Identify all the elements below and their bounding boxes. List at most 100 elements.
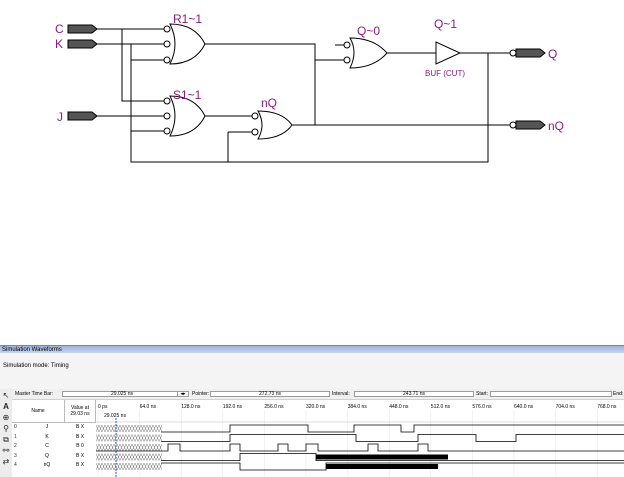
start-field[interactable]: [490, 391, 612, 397]
gate-s1[interactable]: S1~1: [163, 88, 206, 137]
unknown-hatch: [149, 443, 154, 452]
insert-tool-icon[interactable]: ⊕: [2, 413, 10, 422]
signal-name: nQ: [43, 462, 51, 468]
svg-text:J: J: [57, 110, 63, 124]
pointer-tool-icon[interactable]: ↖: [2, 391, 10, 400]
unknown-hatch: [101, 424, 106, 433]
unknown-hatch: [96, 453, 100, 461]
unknown-hatch: [110, 443, 115, 452]
unknown-hatch: [158, 453, 163, 461]
unknown-hatch: [125, 434, 130, 442]
window-title: Simulation Waveforms: [0, 345, 624, 353]
unknown-hatch: [134, 434, 139, 442]
text-tool-icon[interactable]: A: [3, 402, 9, 411]
unknown-hatch: [125, 462, 130, 471]
unknown-hatch: [134, 462, 139, 471]
gate-r1[interactable]: R1~1: [163, 12, 206, 65]
time-tick-label: 768.0 ns: [597, 404, 617, 410]
unknown-hatch: [158, 434, 163, 442]
replace-icon[interactable]: ⇄: [2, 457, 10, 466]
gate-q0[interactable]: Q~0: [343, 24, 388, 69]
unknown-hatch: [143, 453, 148, 461]
unknown-hatch: [128, 462, 133, 471]
unknown-hatch: [119, 424, 124, 433]
unknown-hatch: [113, 443, 118, 452]
output-pin-nq[interactable]: nQ: [509, 119, 564, 133]
unknown-hatch: [155, 434, 160, 442]
input-pin-k[interactable]: K: [55, 37, 98, 51]
unknown-hatch: [113, 462, 118, 471]
unknown-hatch: [131, 424, 136, 433]
time-tick-label: 192.0 ns: [223, 404, 243, 410]
unknown-hatch: [96, 443, 100, 452]
signal-index: 4: [14, 462, 17, 468]
unknown-hatch: [110, 453, 115, 461]
gate-nq[interactable]: nQ: [251, 96, 293, 140]
svg-text:nQ: nQ: [548, 119, 564, 133]
master-time-bar-label: Master Time Bar:: [15, 391, 54, 397]
unknown-hatch: [128, 443, 133, 452]
unknown-hatch: [146, 462, 151, 471]
signal-name: C: [45, 443, 49, 449]
unknown-hatch: [104, 443, 109, 452]
unknown-hatch: [116, 462, 121, 471]
pointer-label: Pointer:: [192, 391, 210, 397]
signal-dense-region: [326, 464, 438, 469]
buffer-q1[interactable]: Q~1 BUF (CUT): [425, 17, 465, 78]
unknown-hatch: [149, 462, 154, 471]
unknown-hatch: [107, 462, 112, 471]
simulation-waveforms-window: Simulation Waveforms Simulation mode: Ti…: [0, 345, 624, 477]
time-tick-label: 576.0 ns: [472, 404, 492, 410]
signal-index: 3: [14, 452, 17, 459]
unknown-hatch: [101, 443, 106, 452]
input-pin-c[interactable]: C: [55, 22, 98, 36]
unknown-hatch: [113, 453, 118, 461]
copy-icon[interactable]: ⧉: [3, 435, 9, 444]
unknown-hatch: [119, 453, 124, 461]
signal-row[interactable]: 4 nQ B X: [12, 461, 96, 471]
signal-index: 1: [14, 433, 17, 440]
unknown-hatch: [152, 443, 157, 452]
signal-value: B X: [75, 462, 85, 468]
svg-text:C: C: [55, 22, 64, 36]
unknown-hatch: [122, 453, 127, 461]
unknown-hatch: [104, 453, 109, 461]
unknown-hatch: [98, 434, 103, 442]
time-tick-label: 512.0 ns: [431, 404, 451, 410]
signal-value: B X: [75, 452, 85, 459]
master-time-bar-field[interactable]: 29.025 ns: [62, 391, 182, 397]
unknown-hatch: [116, 424, 121, 433]
unknown-hatch: [96, 434, 100, 442]
signal-dense-region: [316, 454, 448, 460]
unknown-hatch: [158, 424, 163, 433]
time-tick-label: 320.0 ns: [306, 404, 326, 410]
start-label: Start:: [476, 391, 488, 397]
unknown-hatch: [107, 434, 112, 442]
unknown-hatch: [119, 443, 124, 452]
unknown-hatch: [158, 462, 163, 471]
signal-value: B X: [75, 424, 85, 430]
unknown-hatch: [101, 462, 106, 471]
unknown-hatch: [137, 462, 142, 471]
unknown-hatch: [104, 424, 109, 433]
time-bar-stepper[interactable]: ◂▸: [177, 391, 189, 397]
unknown-hatch: [146, 434, 151, 442]
time-tick-label: 0 ps: [98, 404, 108, 410]
time-tick-label: 448.0 ns: [389, 404, 409, 410]
unknown-hatch: [140, 434, 145, 442]
signal-value: B X: [75, 433, 85, 440]
unknown-hatch: [122, 443, 127, 452]
zoom-icon[interactable]: ⚲: [3, 424, 9, 433]
unknown-hatch: [134, 424, 139, 433]
interval-label: Interval:: [332, 391, 350, 397]
find-icon[interactable]: ⚯: [2, 446, 10, 455]
output-pin-q[interactable]: Q: [509, 47, 557, 61]
input-pin-j[interactable]: J: [57, 110, 98, 124]
